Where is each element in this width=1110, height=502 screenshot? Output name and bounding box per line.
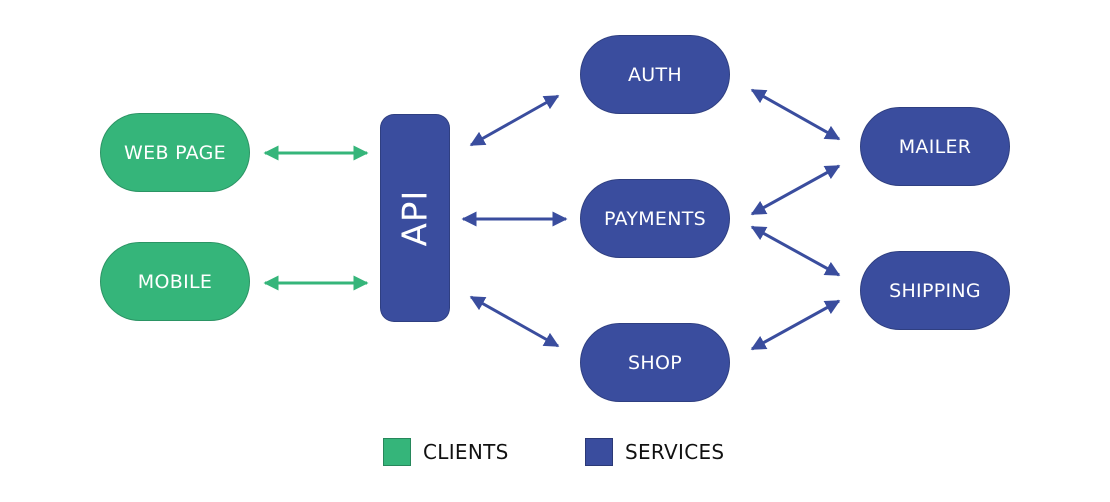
- arrow-auth-mailer: [750, 88, 841, 141]
- api-node: API: [380, 114, 450, 322]
- services-swatch: [585, 438, 613, 466]
- webpage-node: WEB PAGE: [100, 113, 250, 192]
- mobile-label: MOBILE: [137, 270, 213, 293]
- webpage-label: WEB PAGE: [124, 141, 226, 164]
- clients-swatch: [383, 438, 411, 466]
- mailer-node: MAILER: [860, 107, 1010, 186]
- mailer-label: MAILER: [898, 135, 972, 158]
- api-label: API: [394, 189, 435, 247]
- payments-node: PAYMENTS: [580, 179, 730, 258]
- clients-legend-label: CLIENTS: [423, 440, 509, 464]
- legend-services: SERVICES: [585, 437, 724, 467]
- legend-clients: CLIENTS: [383, 437, 509, 467]
- shipping-label: SHIPPING: [889, 279, 981, 302]
- services-legend-label: SERVICES: [625, 440, 725, 464]
- shop-node: SHOP: [580, 323, 730, 402]
- payments-label: PAYMENTS: [603, 207, 707, 230]
- mobile-node: MOBILE: [100, 242, 250, 321]
- arrow-api-auth: [469, 94, 560, 147]
- arrow-api-shop: [469, 295, 560, 348]
- arrow-shop-shipping: [750, 299, 841, 351]
- shop-label: SHOP: [628, 351, 682, 374]
- shipping-node: SHIPPING: [860, 251, 1010, 330]
- auth-node: AUTH: [580, 35, 730, 114]
- arrow-payments-shipping: [750, 225, 841, 277]
- auth-label: AUTH: [628, 63, 682, 86]
- arrow-payments-mailer: [750, 164, 841, 216]
